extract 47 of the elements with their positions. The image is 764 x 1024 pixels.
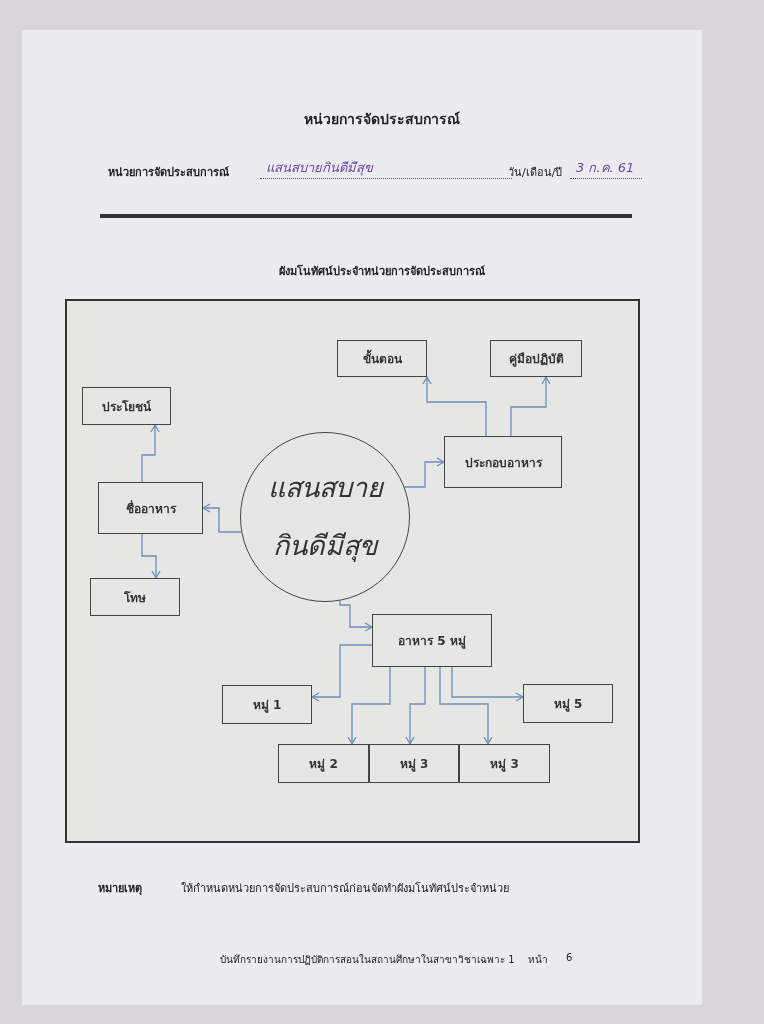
footer-text: หน้า [528, 953, 548, 967]
field-label: วัน/เดือน/ปี [508, 165, 563, 181]
arrow [311, 644, 373, 702]
node-label: หมู่ 3 [399, 756, 429, 773]
concept-box [459, 744, 550, 783]
node-label: ประโยชน์ [102, 398, 151, 416]
node-label: ประกอบอาหาร [464, 454, 542, 472]
note-text: ให้กำหนดหน่วยการจัดประสบการณ์ก่อนจัดทำผังมโนทัศน์ประจำหน่วย [181, 881, 509, 897]
arrow [405, 666, 426, 745]
node-label: อาหาร 5 หมู่ [398, 633, 466, 650]
node-label: ชื่ออาหาร [125, 499, 176, 518]
node-label: หมู่ 5 [553, 696, 583, 713]
arrow [451, 666, 524, 702]
page-title: หน่วยการจัดประสบการณ์ [304, 110, 460, 129]
node-label: ขั้นตอน [362, 349, 402, 368]
concept-box [444, 436, 562, 488]
arrow [439, 666, 493, 745]
arrow [141, 424, 160, 483]
arrow [202, 503, 242, 533]
note-heading: หมายเหตุ [98, 881, 142, 897]
arrow [141, 533, 161, 579]
arrow [347, 666, 391, 745]
concept-box [490, 340, 582, 377]
node-label: หมู่ 1 [252, 697, 282, 714]
arrow [339, 600, 373, 632]
page-number: 6 [566, 952, 573, 963]
node-label: หมู่ 2 [309, 756, 338, 773]
arrow [422, 376, 487, 437]
handwritten-entry: 3 ก.ค. 61 [570, 157, 642, 179]
field-label: หน่วยการจัดประสบการณ์ [108, 165, 229, 181]
concept-box [90, 578, 180, 616]
node-label: โทษ [124, 589, 146, 607]
footer-text: บันทึกรายงานการปฏิบัติการสอนในสถานศึกษาในสาขาวิชาเฉพาะ 1 [220, 953, 515, 967]
arrow [403, 457, 445, 488]
concept-box [98, 482, 203, 534]
concept-box [369, 744, 459, 783]
node-label: คู่มือปฏิบัติ [508, 351, 564, 368]
arrow [510, 376, 551, 437]
node-label: แสนสบาย กินดีมีสุข [266, 471, 386, 564]
concept-box [278, 744, 369, 783]
node-label: หมู่ 3 [490, 756, 519, 773]
concept-box [337, 340, 427, 377]
concept-box [523, 684, 613, 723]
concept-box [372, 614, 492, 667]
concept-box [222, 685, 312, 724]
section-heading: ผังมโนทัศน์ประจำหน่วยการจัดประสบการณ์ [279, 263, 485, 280]
concept-box [82, 387, 171, 425]
